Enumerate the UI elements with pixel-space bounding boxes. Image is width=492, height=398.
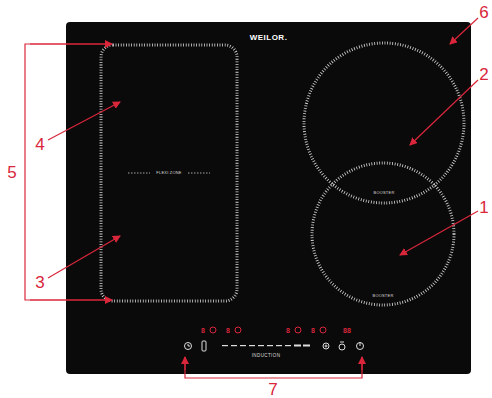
callout-number: 2 xyxy=(479,66,488,83)
display-dots xyxy=(210,327,326,333)
touch-controls xyxy=(185,341,364,351)
leader-lines xyxy=(25,18,478,378)
callout-number: 4 xyxy=(35,136,44,153)
power-slider xyxy=(222,345,310,347)
cooking-zone: BOOSTER xyxy=(312,163,454,305)
cooking-zone: BOOSTER xyxy=(304,43,464,203)
zone-2-outline xyxy=(304,43,464,203)
callout-number: 3 xyxy=(35,274,44,291)
brand-logo: WEILOR. xyxy=(250,34,288,42)
display-digit: 8 xyxy=(286,327,290,334)
flexi-zone-outline xyxy=(101,45,237,301)
flexi-zone: FLEXI ZONE xyxy=(101,45,237,301)
callout-number: 1 xyxy=(479,199,488,216)
display-digit: 8 xyxy=(226,327,230,334)
zone-label: FLEXI ZONE xyxy=(156,171,181,175)
glass-top xyxy=(66,22,471,374)
callout-number: 7 xyxy=(268,381,277,398)
display-digit: 8 xyxy=(201,327,205,334)
zone-label: BOOSTER xyxy=(373,294,394,298)
callout-number: 6 xyxy=(479,4,488,21)
zone-label: BOOSTER xyxy=(374,191,395,195)
hob-housing: WEILOR. FLEXI ZONE BOOSTER BOOSTER xyxy=(66,22,471,374)
display-digit: 8 xyxy=(311,327,315,334)
display-digit: 88 xyxy=(343,327,351,334)
zone-1-outline xyxy=(312,163,454,305)
callout-number: 5 xyxy=(7,164,16,181)
panel-label: INDUCTION xyxy=(252,354,281,359)
